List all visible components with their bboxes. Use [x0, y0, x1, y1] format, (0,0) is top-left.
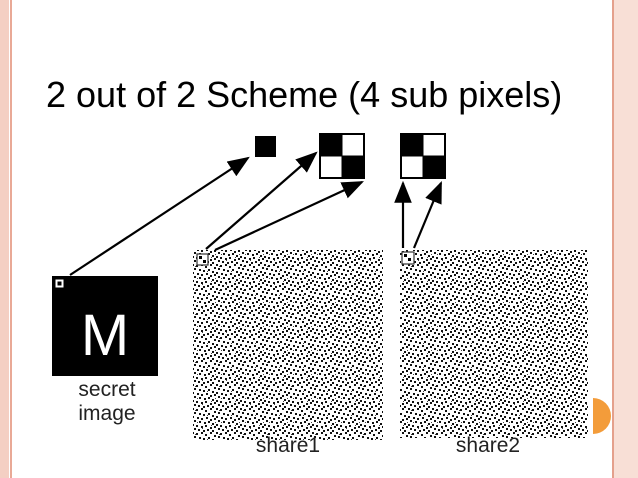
slide-left-border-line	[10, 0, 12, 478]
secret-pixel	[255, 136, 276, 157]
slide-right-border	[614, 0, 638, 478]
share1-caption: share1	[255, 434, 321, 457]
secret-caption-line1: secret	[78, 378, 136, 401]
arrow-secret-to-pixel	[69, 156, 250, 276]
secret-caption-line2: image	[78, 402, 136, 425]
secret-letter: M	[81, 303, 129, 368]
share2-image	[400, 250, 588, 438]
share1-pixel-marker	[196, 253, 209, 266]
share1-image	[193, 250, 383, 440]
slide-left-border	[0, 0, 9, 478]
slide-title: 2 out of 2 Scheme (4 sub pixels)	[46, 74, 563, 115]
slide-right-border-line	[612, 0, 614, 478]
secret-image-caption: secret image	[52, 378, 162, 426]
arrow-share1-to-block-b	[214, 181, 364, 251]
arrow-share1-to-block-a	[205, 151, 318, 250]
share1-subpixel-block	[319, 133, 365, 179]
share2-caption: share2	[455, 434, 521, 457]
secret-image: M	[52, 276, 158, 376]
accent-circle	[593, 398, 611, 434]
share2-subpixel-block	[400, 133, 446, 179]
arrow-share2-to-block-b	[412, 180, 443, 249]
